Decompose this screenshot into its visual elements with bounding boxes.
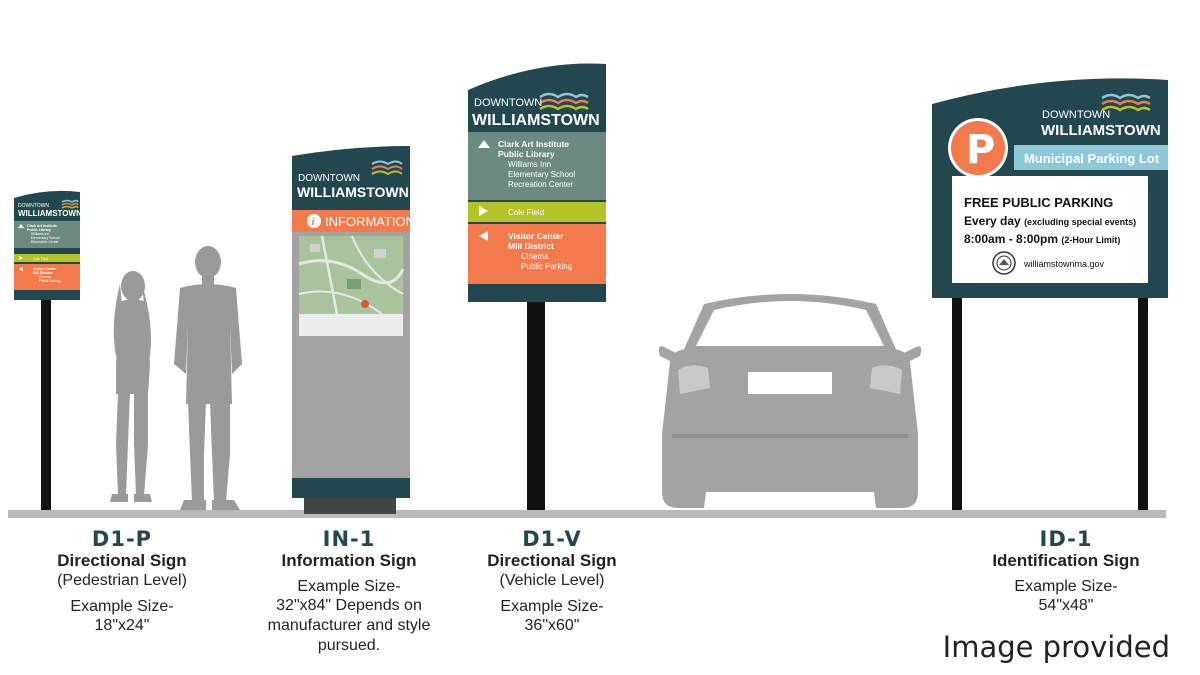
caption-title: Directional Sign bbox=[487, 551, 617, 570]
license-plate bbox=[748, 372, 832, 394]
id1-line3-note: (2-Hour Limit) bbox=[1061, 235, 1120, 245]
d1v-sign: DOWNTOWN WILLIAMSTOWN Clark Art Institut… bbox=[468, 63, 606, 302]
svg-text:8:00am - 8:00pm (2-Hour Limit): 8:00am - 8:00pm (2-Hour Limit) bbox=[964, 232, 1120, 246]
caption-size: 32"x84" Depends on bbox=[276, 597, 422, 614]
ground-line bbox=[8, 510, 1166, 518]
d1p-dest: Visitor Center bbox=[33, 267, 57, 271]
in1-brand-line2: WILLIAMSTOWN bbox=[297, 184, 409, 200]
caption-code: IN-1 bbox=[322, 527, 376, 551]
d1p-brand-line1: DOWNTOWN bbox=[18, 203, 49, 209]
caption-code: D1-P bbox=[91, 527, 153, 551]
d1v-dest: Visitor Center bbox=[508, 231, 564, 241]
id1-line2-note: (excluding special events) bbox=[1024, 217, 1136, 227]
d1v-lime-label: Cole Field bbox=[508, 208, 544, 217]
d1v-post bbox=[527, 298, 545, 510]
d1p-sub: Elementary School bbox=[31, 236, 60, 240]
caption-size: Example Size- bbox=[500, 598, 604, 615]
d1v-sub: Recreation Center bbox=[508, 180, 573, 189]
caption-code: ID-1 bbox=[1039, 527, 1093, 551]
id1-website: williamstownma.gov bbox=[1023, 259, 1105, 269]
caption-size: 18"x24" bbox=[94, 617, 150, 634]
id1-line1: FREE PUBLIC PARKING bbox=[964, 195, 1113, 210]
info-icon-glyph: i bbox=[312, 216, 316, 228]
up-arrow-icon bbox=[18, 224, 24, 228]
up-arrow-icon bbox=[478, 140, 490, 148]
id1-line2-main: Every day bbox=[964, 214, 1021, 228]
d1v-sub: Elementary School bbox=[508, 170, 575, 179]
d1v-brand-line2: WILLIAMSTOWN bbox=[472, 112, 600, 129]
svg-text:Every day (excluding special e: Every day (excluding special events) bbox=[964, 214, 1136, 228]
man-silhouette bbox=[174, 246, 242, 510]
d1v-sub: Cinema bbox=[521, 252, 549, 261]
id1-sign: P DOWNTOWN WILLIAMSTOWN Municipal Parkin… bbox=[932, 78, 1168, 298]
caption-in1: IN-1 Information Sign Example Size- 32"x… bbox=[254, 527, 444, 656]
in1-brand-line1: DOWNTOWN bbox=[298, 173, 360, 184]
d1p-dest: Clark Art Institute bbox=[27, 224, 57, 228]
id1-line3-main: 8:00am - 8:00pm bbox=[964, 232, 1058, 246]
d1p-sub: Recreation Center bbox=[31, 240, 59, 244]
image-provided-note: Image provided bbox=[942, 630, 1170, 664]
d1p-dest: Mill District bbox=[33, 271, 53, 275]
d1v-dest: Public Library bbox=[498, 149, 555, 159]
id1-brand-line2: WILLIAMSTOWN bbox=[1041, 122, 1161, 139]
id1-post-left bbox=[952, 292, 962, 510]
parking-p-letter: P bbox=[966, 127, 995, 173]
caption-subtitle: (Pedestrian Level) bbox=[57, 572, 187, 589]
d1p-sub: Williams Inn bbox=[31, 232, 49, 236]
d1v-dest: Clark Art Institute bbox=[498, 139, 569, 149]
d1p-dest: Public Library bbox=[27, 228, 51, 232]
id1-brand-line1: DOWNTOWN bbox=[1042, 109, 1110, 121]
d1p-lime-label: Cole Field bbox=[33, 257, 48, 261]
d1v-sub: Williams Inn bbox=[508, 160, 551, 169]
info-icon bbox=[307, 214, 321, 228]
d1v-brand-line1: DOWNTOWN bbox=[474, 97, 542, 109]
id1-banner: Municipal Parking Lot bbox=[1024, 151, 1160, 166]
right-arrow-icon bbox=[479, 206, 488, 216]
d1v-sub: Public Parking bbox=[521, 262, 572, 271]
right-arrow-icon bbox=[19, 256, 23, 260]
caption-subtitle: (Vehicle Level) bbox=[499, 572, 605, 589]
caption-d1p: D1-P Directional Sign (Pedestrian Level)… bbox=[30, 527, 214, 636]
caption-d1v: D1-V Directional Sign (Vehicle Level) Ex… bbox=[462, 527, 642, 636]
caption-title: Identification Sign bbox=[992, 551, 1140, 570]
caption-code: D1-V bbox=[522, 527, 582, 551]
d1p-brand-line2: WILLIAMSTOWN bbox=[18, 209, 80, 218]
map-panel bbox=[298, 235, 405, 336]
d1p-sub: Public Parking bbox=[39, 279, 61, 283]
caption-size: manufacturer and style bbox=[267, 617, 431, 634]
d1v-dest: Mill District bbox=[508, 241, 554, 251]
left-arrow-icon bbox=[19, 267, 23, 271]
caption-id1: ID-1 Identification Sign Example Size- 5… bbox=[976, 527, 1156, 616]
id1-post-right bbox=[1138, 292, 1148, 510]
d1p-post bbox=[41, 298, 51, 510]
caption-size: 36"x60" bbox=[524, 617, 580, 634]
d1p-sign: DOWNTOWN WILLIAMSTOWN Clark Art Institut… bbox=[14, 190, 80, 300]
caption-size: Example Size- bbox=[1014, 578, 1118, 595]
caption-title: Directional Sign bbox=[57, 551, 187, 570]
car-silhouette bbox=[658, 294, 922, 508]
in1-header: INFORMATION bbox=[325, 214, 410, 229]
people-silhouettes bbox=[110, 246, 242, 510]
parking-p-icon bbox=[951, 121, 1005, 175]
d1p-sub: Cinema bbox=[39, 275, 51, 279]
woman-silhouette bbox=[110, 271, 152, 502]
caption-size: Example Size- bbox=[70, 598, 174, 615]
caption-size: pursued. bbox=[317, 637, 381, 654]
caption-title: Information Sign bbox=[281, 551, 417, 570]
caption-size: Example Size- bbox=[297, 578, 401, 595]
left-arrow-icon bbox=[479, 231, 488, 241]
in1-sign: DOWNTOWN WILLIAMSTOWN i INFORMATION bbox=[292, 146, 410, 514]
caption-size: 54"x48" bbox=[1038, 597, 1094, 614]
